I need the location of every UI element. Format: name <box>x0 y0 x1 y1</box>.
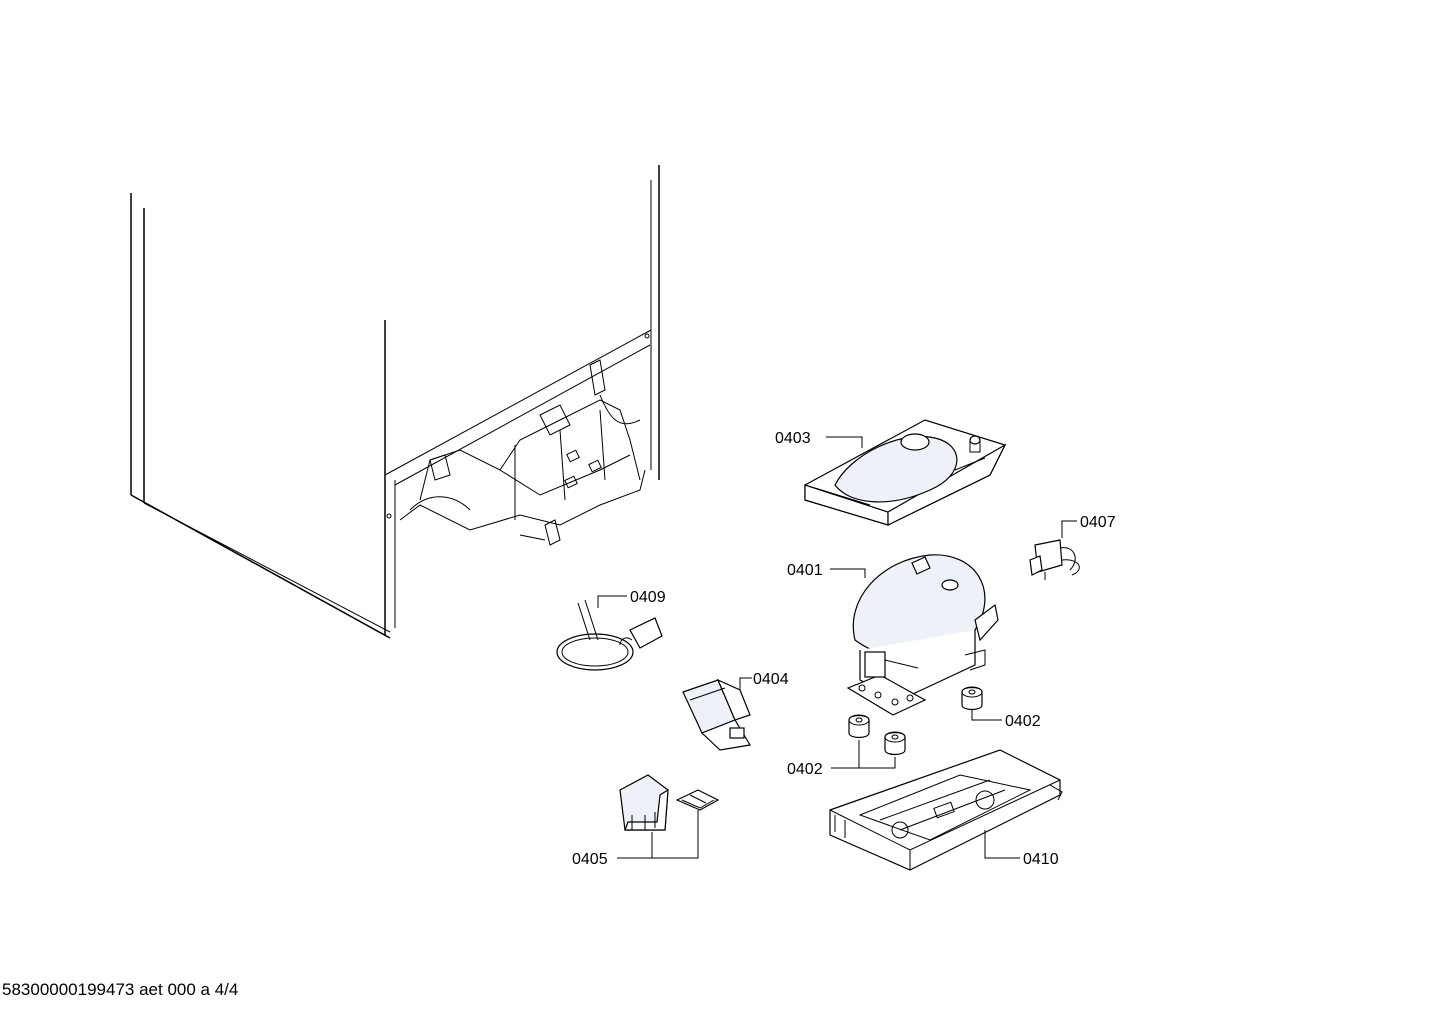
label-0410: 0410 <box>1023 851 1059 868</box>
base-plate-part <box>829 749 1063 871</box>
power-cord-part <box>556 599 663 671</box>
grommet-part-right <box>961 686 983 711</box>
label-0403: 0403 <box>775 430 811 447</box>
label-0404: 0404 <box>753 671 789 688</box>
grommet-part-middle <box>884 731 906 756</box>
label-0402-right: 0402 <box>1005 713 1041 730</box>
compressor-cover-part <box>804 419 1007 526</box>
leader-lines <box>597 436 1077 859</box>
relay-part <box>682 678 751 751</box>
appliance-cabinet <box>130 165 660 639</box>
compressor-part <box>846 554 999 716</box>
grommet-part-left <box>848 714 870 739</box>
label-0402-left: 0402 <box>787 761 823 778</box>
label-0407: 0407 <box>1080 514 1116 531</box>
label-0409: 0409 <box>630 589 666 606</box>
clip-cover-part <box>619 774 669 831</box>
document-id: 58300000199473 aet 000 a 4/4 <box>2 980 239 999</box>
clip-part <box>675 789 720 811</box>
label-0401: 0401 <box>787 562 823 579</box>
start-capacitor-part <box>1029 539 1080 580</box>
label-0405: 0405 <box>572 851 608 868</box>
